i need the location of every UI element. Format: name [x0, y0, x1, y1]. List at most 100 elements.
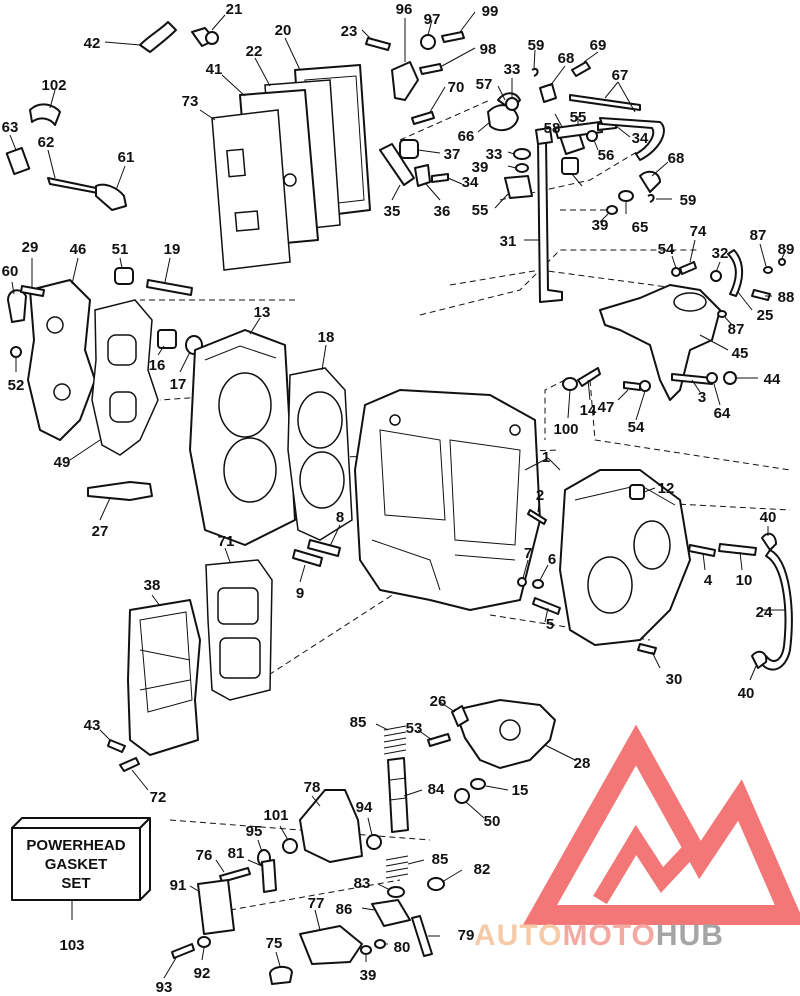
- bracket-78: [299, 789, 363, 863]
- callout-17: 17: [170, 376, 187, 393]
- callout-82: 82: [474, 861, 491, 878]
- nut-44: [723, 371, 758, 385]
- callout-42: 42: [84, 35, 101, 52]
- callout-7: 7: [524, 545, 532, 562]
- callout-68b: 68: [668, 150, 685, 167]
- bracket-91: [189, 879, 235, 935]
- callout-55b: 55: [472, 202, 489, 219]
- callout-26: 26: [430, 693, 447, 710]
- washer-6: [532, 564, 549, 589]
- callout-63: 63: [2, 119, 19, 136]
- watermark-text: AUTOMOTOHUB: [474, 919, 724, 952]
- callout-31: 31: [500, 233, 517, 250]
- callout-3: 3: [698, 389, 706, 406]
- callout-76: 76: [196, 847, 213, 864]
- callout-101: 101: [263, 807, 288, 824]
- bolt-76: [215, 859, 251, 883]
- kit-label-line3: SET: [61, 875, 90, 892]
- bolt-14: [577, 367, 601, 401]
- gasket-set-box: POWERHEAD GASKET SET: [11, 817, 151, 920]
- callout-1: 1: [542, 449, 550, 466]
- bolt-99: [441, 11, 476, 43]
- callout-2: 2: [536, 487, 544, 504]
- callout-10: 10: [736, 572, 753, 589]
- callout-86: 86: [336, 901, 353, 918]
- callout-80: 80: [394, 939, 411, 956]
- callout-75: 75: [266, 935, 283, 952]
- callout-68a: 68: [558, 50, 575, 67]
- callout-64: 64: [714, 405, 731, 422]
- callout-97: 97: [424, 11, 441, 28]
- bolt-34a: [431, 173, 463, 185]
- fitting-21: [191, 14, 226, 47]
- watermark-moto: MOTO: [562, 919, 655, 952]
- callout-65: 65: [632, 219, 649, 236]
- screw-69: [571, 51, 599, 77]
- callout-84: 84: [428, 781, 445, 798]
- callout-21: 21: [226, 1, 243, 18]
- head-gasket-18: [287, 344, 353, 541]
- bracket-55a: [494, 175, 533, 209]
- bolt-29: [20, 258, 45, 297]
- bolt-70: [411, 86, 446, 125]
- pin-7: [517, 559, 529, 587]
- bracket-28: [454, 699, 576, 769]
- callout-54a: 54: [658, 241, 675, 258]
- nut-33a: [505, 78, 519, 111]
- washer-87a: [759, 243, 773, 274]
- callout-81: 81: [228, 845, 245, 862]
- washer-33b: [507, 148, 531, 160]
- nut-94: [366, 817, 382, 850]
- callout-39b: 39: [592, 217, 609, 234]
- callout-100: 100: [553, 421, 578, 438]
- callout-43: 43: [84, 717, 101, 734]
- callout-94: 94: [356, 799, 373, 816]
- clamp-40b: [749, 650, 768, 681]
- callout-69: 69: [590, 37, 607, 54]
- clamp-40a: [761, 526, 777, 551]
- plug-12: [629, 484, 656, 500]
- callout-74: 74: [690, 223, 707, 240]
- bolt-19: [146, 257, 193, 296]
- callout-89: 89: [778, 241, 795, 258]
- callout-88: 88: [778, 289, 795, 306]
- callout-30: 30: [666, 671, 683, 688]
- washer-39c: [360, 945, 372, 962]
- dowel-8: [307, 524, 341, 557]
- washer-65: [618, 190, 634, 214]
- callout-77: 77: [308, 895, 325, 912]
- callout-103: 103: [59, 937, 84, 954]
- callout-4: 4: [704, 572, 713, 589]
- callout-22: 22: [246, 43, 263, 60]
- callout-93: 93: [156, 979, 173, 996]
- callout-85b: 85: [432, 851, 449, 868]
- callout-60: 60: [2, 263, 19, 280]
- gasket-49: [69, 299, 159, 461]
- lever-55b: [554, 116, 603, 139]
- pin-5: [532, 597, 561, 623]
- crankcase-1: [524, 457, 691, 646]
- dowel-9: [292, 549, 323, 583]
- bolt-72: [119, 757, 149, 791]
- ball-joint-68b: [639, 161, 669, 193]
- callout-71: 71: [218, 533, 235, 550]
- callout-39c: 39: [360, 967, 377, 984]
- callout-49: 49: [54, 454, 71, 471]
- pin-2: [527, 495, 547, 525]
- callout-46: 46: [70, 241, 87, 258]
- washer-92: [197, 936, 211, 961]
- nut-50: [454, 788, 485, 819]
- callout-47: 47: [598, 399, 615, 416]
- callout-102: 102: [41, 77, 66, 94]
- callout-54b: 54: [628, 419, 645, 436]
- cover-plate-46: [27, 257, 96, 441]
- bracket-96: [391, 18, 419, 101]
- callout-33a: 33: [504, 61, 521, 78]
- link-rod-67: [569, 81, 665, 161]
- callout-73: 73: [182, 93, 199, 110]
- roller-37: [399, 139, 441, 159]
- callout-29: 29: [22, 239, 39, 256]
- washer-87b: [717, 310, 733, 326]
